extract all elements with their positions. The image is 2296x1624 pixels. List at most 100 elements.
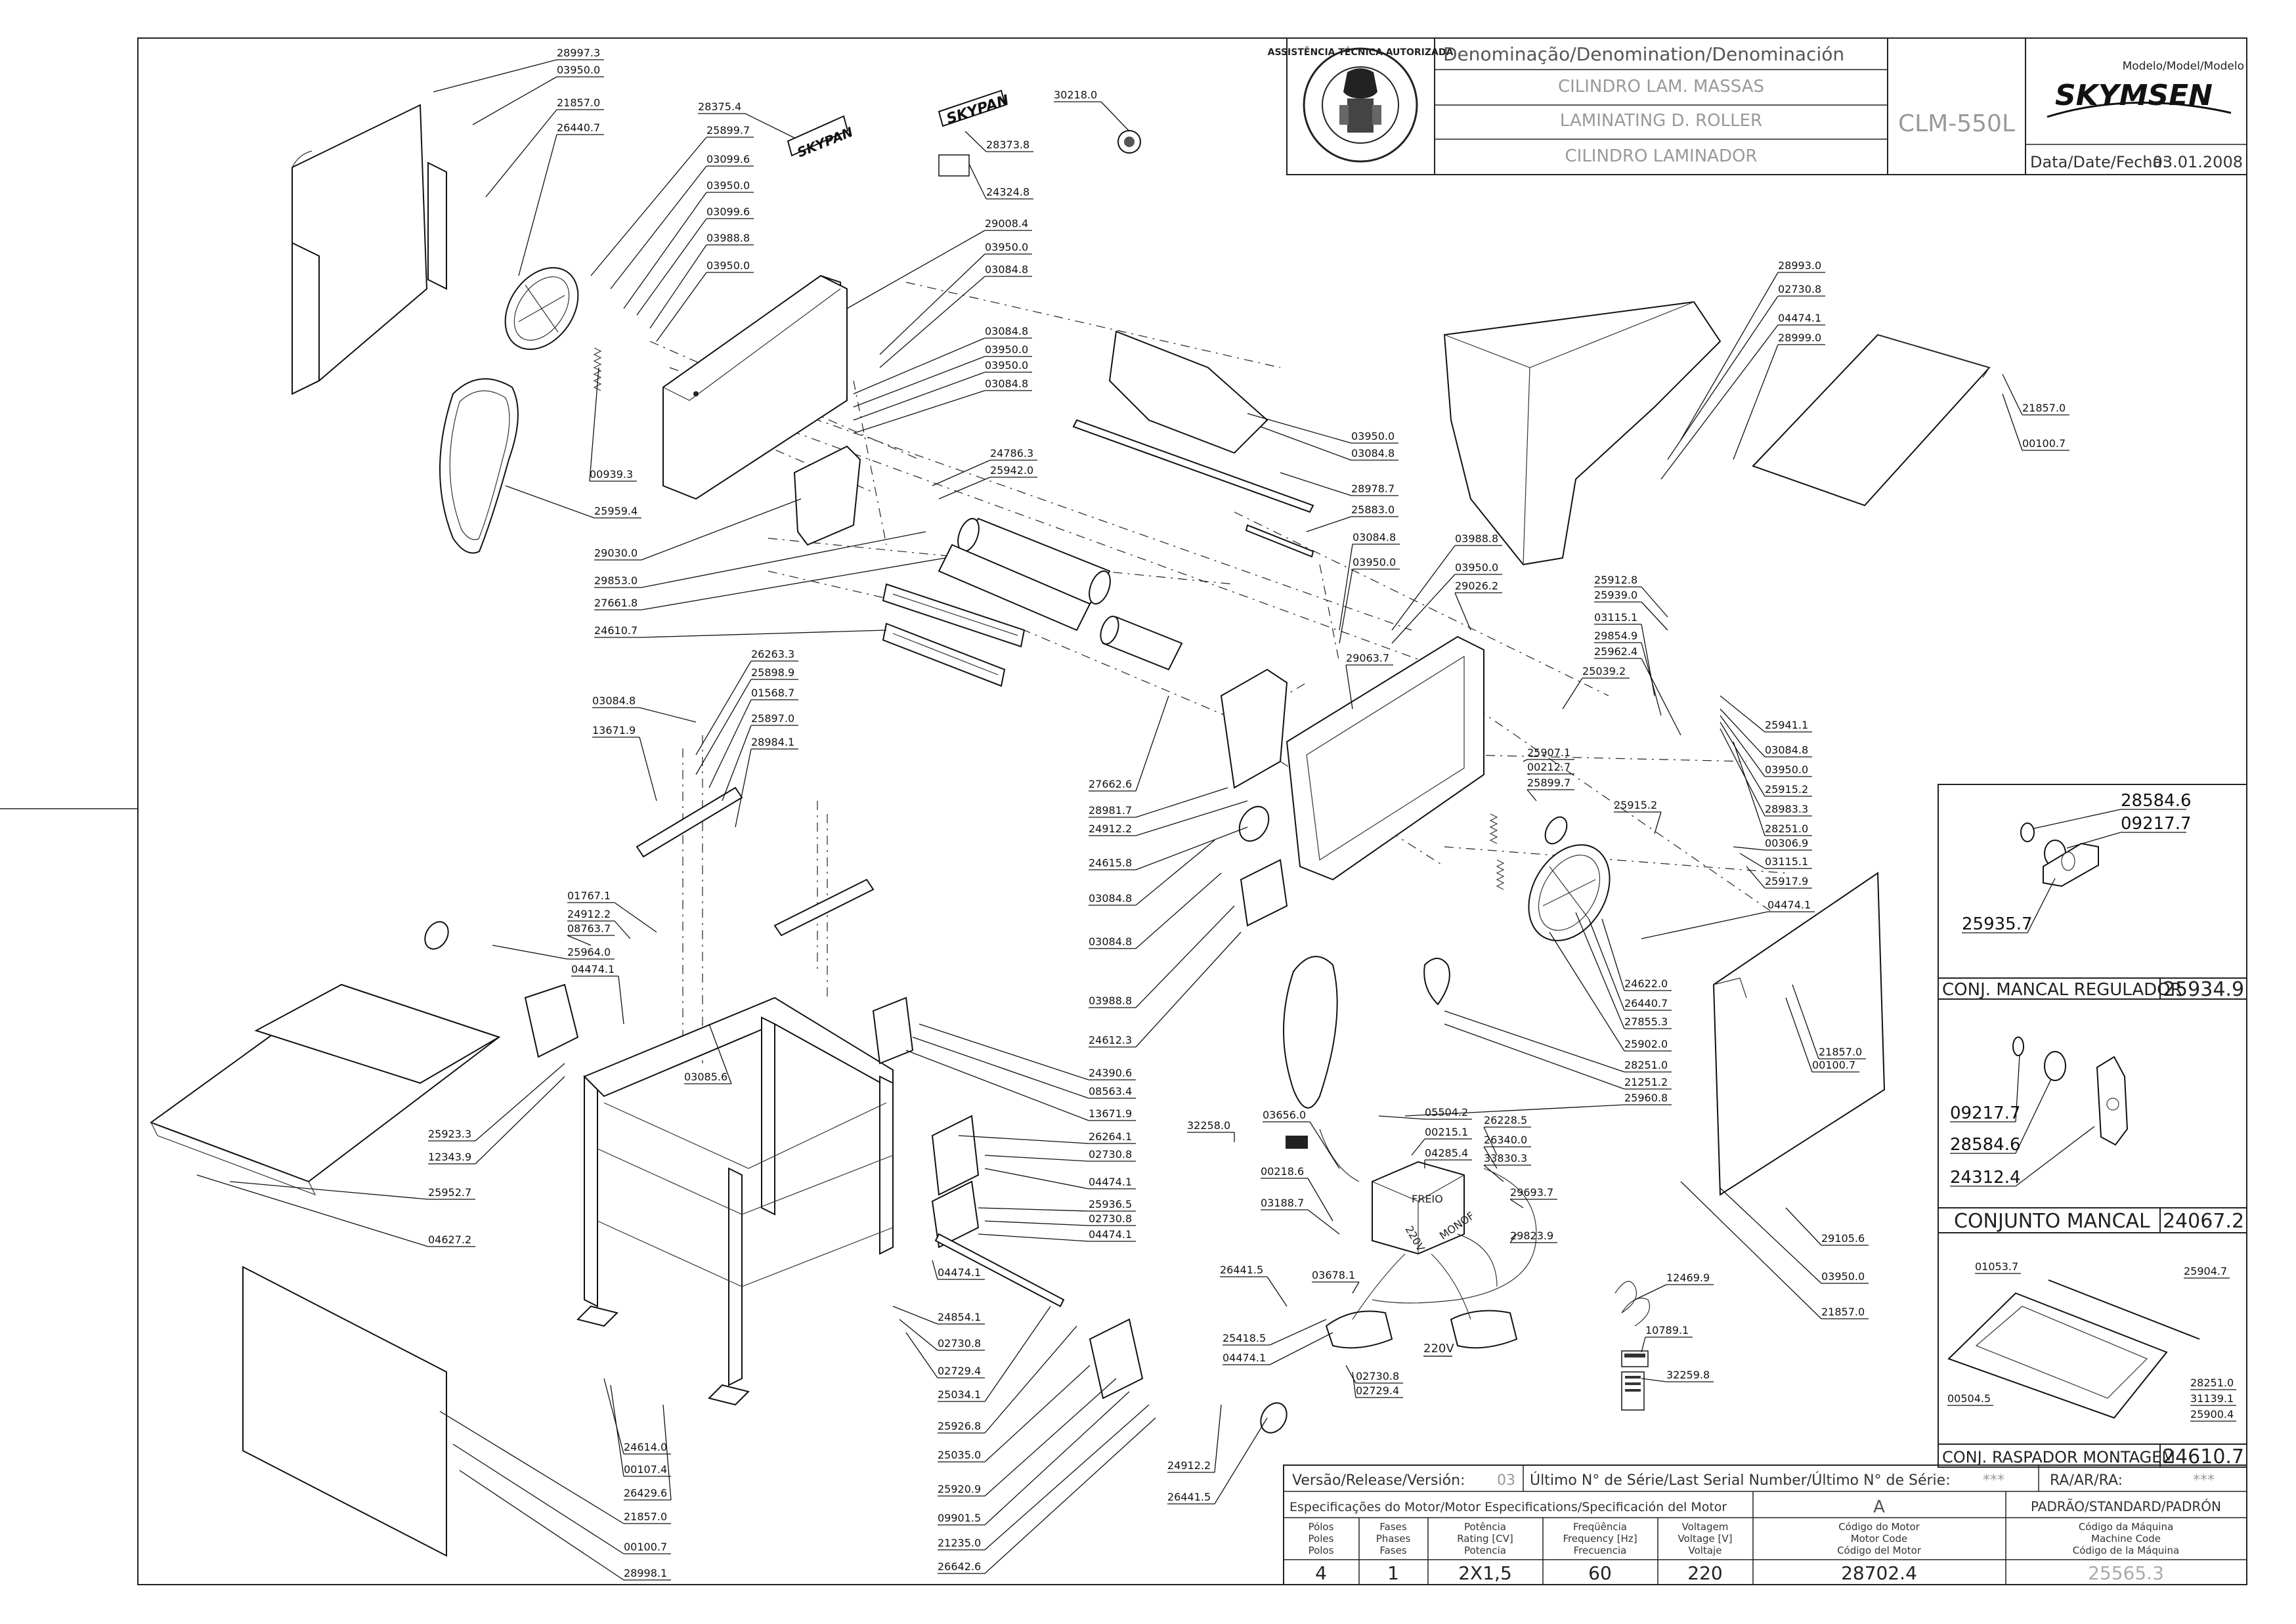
part-label: 21857.0 xyxy=(439,1411,671,1524)
part-number: 25941.1 xyxy=(1765,719,1808,731)
leader-line xyxy=(708,699,752,788)
motor-spec-label: Especificações do Motor/Motor Especifica… xyxy=(1289,1500,1727,1514)
motor-guard-box xyxy=(1240,859,1288,927)
part-number: 26263.3 xyxy=(751,648,794,660)
part-number: 03115.1 xyxy=(1594,611,1637,624)
seal-text: ASSISTÊNCIA TÉCNICA AUTORIZADA xyxy=(1268,47,1454,58)
part-number: 03950.0 xyxy=(706,179,750,192)
leader-line xyxy=(1247,413,1352,444)
name-es: CILINDRO LAMINADOR xyxy=(1565,146,1758,166)
leader-line xyxy=(1562,677,1583,710)
part-label: 30218.0 xyxy=(1054,89,1130,132)
col-motor-code-h3: Código del Motor xyxy=(1837,1545,1922,1556)
leader-line xyxy=(1720,695,1765,733)
part-number: 25923.3 xyxy=(428,1128,471,1140)
extension-table xyxy=(149,983,501,1196)
col-motor-code-h2: Motor Code xyxy=(1851,1533,1908,1545)
part-label: 00100.7 xyxy=(452,1443,671,1554)
leader-line xyxy=(641,557,946,610)
part-label: 02730.8 xyxy=(984,1212,1136,1226)
part-label: 25960.8 xyxy=(1404,1092,1672,1117)
serial-plate xyxy=(938,154,970,177)
inset2-label-1: 09217.7 xyxy=(1950,1103,2021,1123)
upper-roller xyxy=(957,517,1111,605)
part-label: 13671.9 xyxy=(905,1050,1136,1121)
leader-line xyxy=(505,485,595,519)
release-label: Versão/Release/Versión: xyxy=(1292,1472,1465,1489)
part-number: 03950.0 xyxy=(706,259,750,272)
part-label: 01568.7 xyxy=(708,687,798,788)
part-label: 04285.4 xyxy=(1424,1147,1472,1168)
part-label: 02730.8 xyxy=(984,1148,1136,1162)
part-label: 29026.2 xyxy=(1454,580,1502,631)
part-number: 09901.5 xyxy=(938,1512,981,1524)
large-pulley-left xyxy=(504,267,579,351)
col-poles-value: 4 xyxy=(1315,1562,1327,1584)
part-label: 03084.8 xyxy=(853,325,1032,395)
leader-line xyxy=(452,1443,624,1554)
part-label: 24612.3 xyxy=(1089,931,1242,1048)
ra-value: *** xyxy=(2193,1472,2215,1489)
part-label: 03950.0 xyxy=(1391,561,1502,644)
part-label: 21251.2 xyxy=(1444,1023,1672,1090)
motor-assembly: FREIO 220V MONOF 220V xyxy=(1325,1161,1518,1357)
part-number: 29030.0 xyxy=(594,547,638,559)
part-label: 25962.4 xyxy=(1594,645,1681,736)
leader-line xyxy=(879,276,986,368)
leader-line xyxy=(1135,800,1248,836)
part-label: 25035.0 xyxy=(938,1365,1091,1463)
part-number: 26642.6 xyxy=(938,1560,981,1573)
leader-line xyxy=(695,679,752,775)
part-number: 26441.5 xyxy=(1220,1264,1263,1276)
leader-line xyxy=(1307,1209,1340,1235)
part-number: 25899.7 xyxy=(706,124,750,137)
part-label: 01767.1 xyxy=(567,889,657,933)
leader-line xyxy=(603,1378,624,1455)
part-label: 02729.4 xyxy=(1352,1371,1403,1398)
col-machine-code-value: 25565.3 xyxy=(2088,1562,2164,1584)
leader-line xyxy=(439,1411,624,1524)
part-number: 13671.9 xyxy=(1089,1107,1132,1120)
leader-line xyxy=(1260,426,1352,461)
knob-30218 xyxy=(1117,130,1141,154)
part-number: 24912.2 xyxy=(1089,823,1132,835)
part-number: 03950.0 xyxy=(985,241,1028,253)
leader-line xyxy=(853,356,986,408)
part-label: 04474.1 xyxy=(571,963,624,1025)
leader-line xyxy=(1667,295,1779,460)
brand-logo: SKYMSEN xyxy=(2055,79,2213,112)
inset2-title: CONJUNTO MANCAL xyxy=(1954,1210,2150,1233)
part-number: 03950.0 xyxy=(1821,1270,1865,1283)
part-number: 03084.8 xyxy=(985,263,1028,276)
part-number: 03188.7 xyxy=(1261,1197,1304,1209)
inset2-label-2: 28584.6 xyxy=(1950,1135,2021,1155)
leader-line xyxy=(1483,1165,1504,1182)
leader-line xyxy=(853,337,986,395)
part-label: 28375.4 xyxy=(698,100,795,139)
part-number: 24854.1 xyxy=(938,1311,981,1323)
part-number: 03099.6 xyxy=(706,205,750,218)
part-number: 29063.7 xyxy=(1346,652,1389,664)
leader-line xyxy=(485,109,557,198)
leader-line xyxy=(932,459,991,486)
part-label: 24324.8 xyxy=(968,163,1033,200)
part-number: 26264.1 xyxy=(1089,1130,1132,1143)
part-label: 04474.1 xyxy=(1660,312,1825,480)
leader-line xyxy=(1135,826,1248,870)
inset3-label-2: 25904.7 xyxy=(2184,1265,2227,1277)
leader-line xyxy=(984,1404,1150,1550)
col-poles-h1: Pólos xyxy=(1309,1521,1334,1533)
leader-line xyxy=(1309,1121,1340,1169)
col-rating-h3: Potencia xyxy=(1464,1545,1506,1556)
part-label: 26441.5 xyxy=(1167,1417,1268,1505)
part-number: 25917.9 xyxy=(1765,875,1808,887)
serial-label: Último N° de Série/Last Serial Number/Úl… xyxy=(1530,1472,1951,1489)
leader-line xyxy=(1135,695,1169,792)
part-label: 25920.9 xyxy=(938,1378,1117,1497)
part-label: 04474.1 xyxy=(978,1228,1136,1242)
part-label: 28251.0 xyxy=(1444,1010,1672,1073)
part-number: 28993.0 xyxy=(1778,259,1821,272)
part-label: 12343.9 xyxy=(428,1076,565,1165)
date-label: Data/Date/Fecha: xyxy=(2030,153,2167,171)
part-number: 05504.2 xyxy=(1425,1106,1468,1119)
